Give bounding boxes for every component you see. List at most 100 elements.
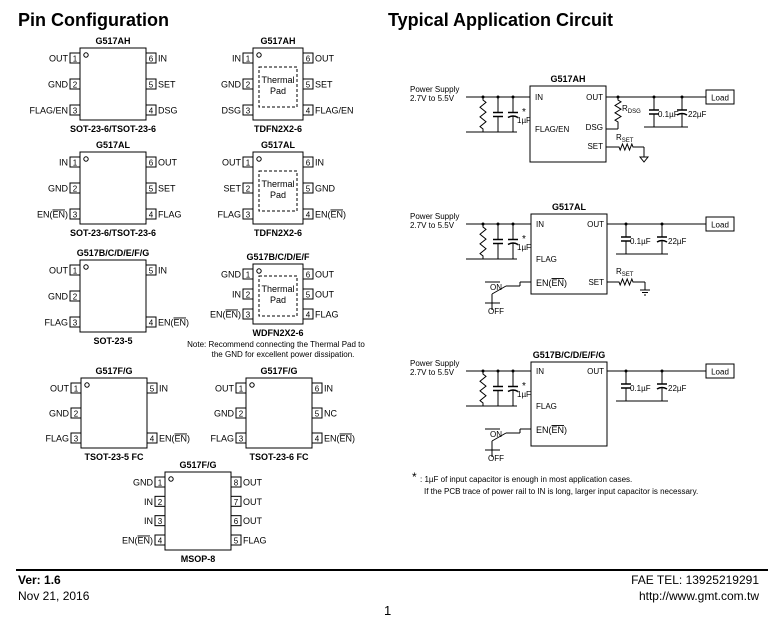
pin-name: FLAG — [44, 318, 68, 328]
load-box — [705, 89, 735, 105]
ic-pin-out: OUT — [586, 93, 603, 102]
output-capacitor-label: 0.1µF — [658, 110, 679, 119]
pin-number: 5 — [150, 385, 155, 394]
pin-box — [311, 382, 323, 394]
pin-number: 4 — [306, 211, 311, 220]
power-supply-voltage: 2.7V to 5.5V — [410, 368, 455, 377]
package-title: G517F/G — [260, 366, 297, 376]
pin-box — [145, 52, 157, 64]
pin-name: OUT — [158, 158, 178, 168]
junction-dot — [652, 95, 656, 99]
pin-number: 1 — [246, 271, 251, 280]
switch-icon — [491, 285, 507, 295]
pin-name: IN — [158, 54, 167, 64]
rset-resistor-icon — [616, 142, 636, 152]
ic-body — [530, 361, 608, 447]
footer-version: Ver: 1.6 — [18, 573, 61, 587]
pin-number: 2 — [73, 81, 78, 90]
pin-name: FLAG — [158, 210, 182, 220]
pin-name: IN — [324, 384, 333, 394]
power-supply-voltage: 2.7V to 5.5V — [410, 221, 455, 230]
pin-box — [69, 264, 81, 276]
pin-number: 3 — [239, 435, 244, 444]
pin1-marker-icon — [256, 156, 262, 162]
pin-number: 3 — [246, 107, 251, 116]
switch-on-label: ON — [490, 283, 502, 292]
pin-number: 4 — [315, 435, 320, 444]
pin-name: GND — [315, 184, 336, 194]
pin1-marker-icon — [83, 156, 89, 162]
ic-pin-set: SET — [587, 142, 603, 151]
pin-box — [154, 534, 166, 546]
pin-number: 5 — [149, 81, 154, 90]
pin-name: EN(EN) — [158, 318, 189, 328]
thermal-pad-label: Pad — [270, 190, 286, 200]
pin-box — [302, 104, 314, 116]
input-capacitor-label: 1µF — [517, 390, 531, 399]
package-name: TDFN2X2-6 — [254, 124, 302, 134]
input-capacitor-label: 1µF — [517, 243, 531, 252]
junction-dot — [511, 222, 515, 226]
ic-body — [530, 213, 608, 295]
load-box — [705, 216, 735, 232]
pin-name: OUT — [222, 158, 242, 168]
switch-icon — [491, 432, 507, 442]
pin-box — [242, 308, 254, 320]
footer-url[interactable]: http://www.gmt.com.tw — [638, 589, 759, 603]
pin-number: 6 — [149, 55, 154, 64]
ic-pin-out: OUT — [587, 367, 604, 376]
pin-number: 6 — [315, 385, 320, 394]
pin-box — [242, 78, 254, 90]
package-name: TSOT-23-5 FC — [84, 452, 144, 462]
pin-box — [242, 208, 254, 220]
pin-number: 4 — [149, 319, 154, 328]
package-name: TDFN2X2-6 — [254, 228, 302, 238]
pin-number: 4 — [158, 537, 163, 546]
capacitor-plate — [656, 239, 668, 243]
package-title: G517AH — [95, 36, 130, 46]
pin-number: 2 — [158, 498, 163, 507]
pin-box — [154, 515, 166, 527]
input-capacitor-star: * — [522, 381, 526, 392]
thermal-pad-note: Note: Recommend connecting the Thermal P… — [187, 340, 365, 349]
pin-box — [302, 308, 314, 320]
pin-box — [145, 208, 157, 220]
cap-note-line2: If the PCB trace of power rail to IN is … — [424, 487, 698, 496]
junction-dot — [660, 222, 664, 226]
package-title: G517F/G — [95, 366, 132, 376]
pin-box — [230, 534, 242, 546]
pin-name: EN(EN) — [315, 210, 346, 220]
pin-name: GND — [48, 80, 69, 90]
junction-dot — [616, 95, 620, 99]
pin-box — [69, 290, 81, 302]
pin-box — [235, 432, 247, 444]
pin-number: 4 — [306, 107, 311, 116]
input-resistor-icon — [479, 224, 487, 259]
junction-dot — [624, 222, 628, 226]
thermal-pad-label: Thermal — [261, 75, 294, 85]
pin-name: OUT — [49, 266, 69, 276]
pin-name: EN(EN) — [210, 310, 241, 320]
pin-box — [69, 316, 81, 328]
pin-number: 5 — [149, 185, 154, 194]
pin-box — [145, 182, 157, 194]
package-body — [79, 151, 147, 225]
input-resistor-icon — [479, 97, 487, 132]
capacitor-plate — [507, 242, 519, 246]
pin-number: 1 — [246, 55, 251, 64]
pin-number: 3 — [73, 319, 78, 328]
package-name: SOT-23-6/TSOT-23-6 — [70, 228, 156, 238]
pin-number: 5 — [306, 81, 311, 90]
pin-name: EN(EN) — [324, 434, 355, 444]
pin-number: 6 — [306, 159, 311, 168]
pin-name: GND — [48, 184, 69, 194]
junction-dot — [624, 369, 628, 373]
pin-box — [70, 382, 82, 394]
